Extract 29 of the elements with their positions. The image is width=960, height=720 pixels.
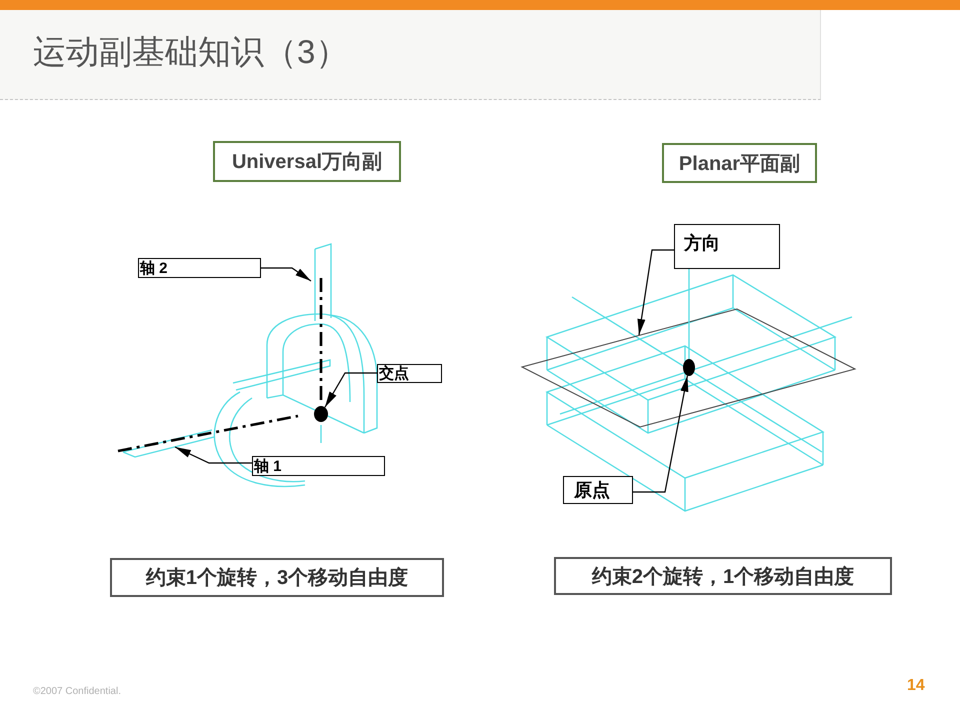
- joint-type-heading: Universal万向副: [232, 150, 382, 175]
- summary-frame: [554, 557, 892, 595]
- constraint-summary: 约束2个旋转，1个移动自由度: [592, 564, 854, 590]
- heading-frame: [213, 141, 401, 182]
- callout-frame: [563, 476, 633, 504]
- callout-label: 轴 1: [254, 456, 282, 476]
- callout-frame: [674, 224, 780, 269]
- page-number: 14: [907, 677, 925, 695]
- leader-arrow: [261, 267, 312, 282]
- leader-arrow: [174, 446, 252, 464]
- leader-arrow: [324, 372, 377, 408]
- slide-title: 运动副基础知识（3）: [33, 32, 348, 72]
- callout-label: 交点: [379, 364, 409, 383]
- callout-frame: [377, 364, 442, 383]
- heading-frame: [662, 143, 817, 183]
- callout-label: 原点: [574, 479, 610, 502]
- joint-type-heading: Planar平面副: [678, 152, 800, 176]
- callout-label: 轴 2: [140, 258, 168, 278]
- summary-frame: [110, 558, 444, 597]
- copyright-note: ©2007 Confidential.: [33, 686, 121, 697]
- axis-line: [688, 269, 690, 359]
- callout-frame: [138, 258, 261, 278]
- point-marker: [683, 359, 695, 376]
- constraint-summary: 约束1个旋转，3个移动自由度: [146, 566, 408, 591]
- callout-frame: [252, 456, 385, 476]
- leader-arrow: [637, 249, 674, 336]
- point-marker: [314, 406, 328, 422]
- leader-arrow: [633, 376, 688, 493]
- callout-label: 方向: [684, 232, 720, 255]
